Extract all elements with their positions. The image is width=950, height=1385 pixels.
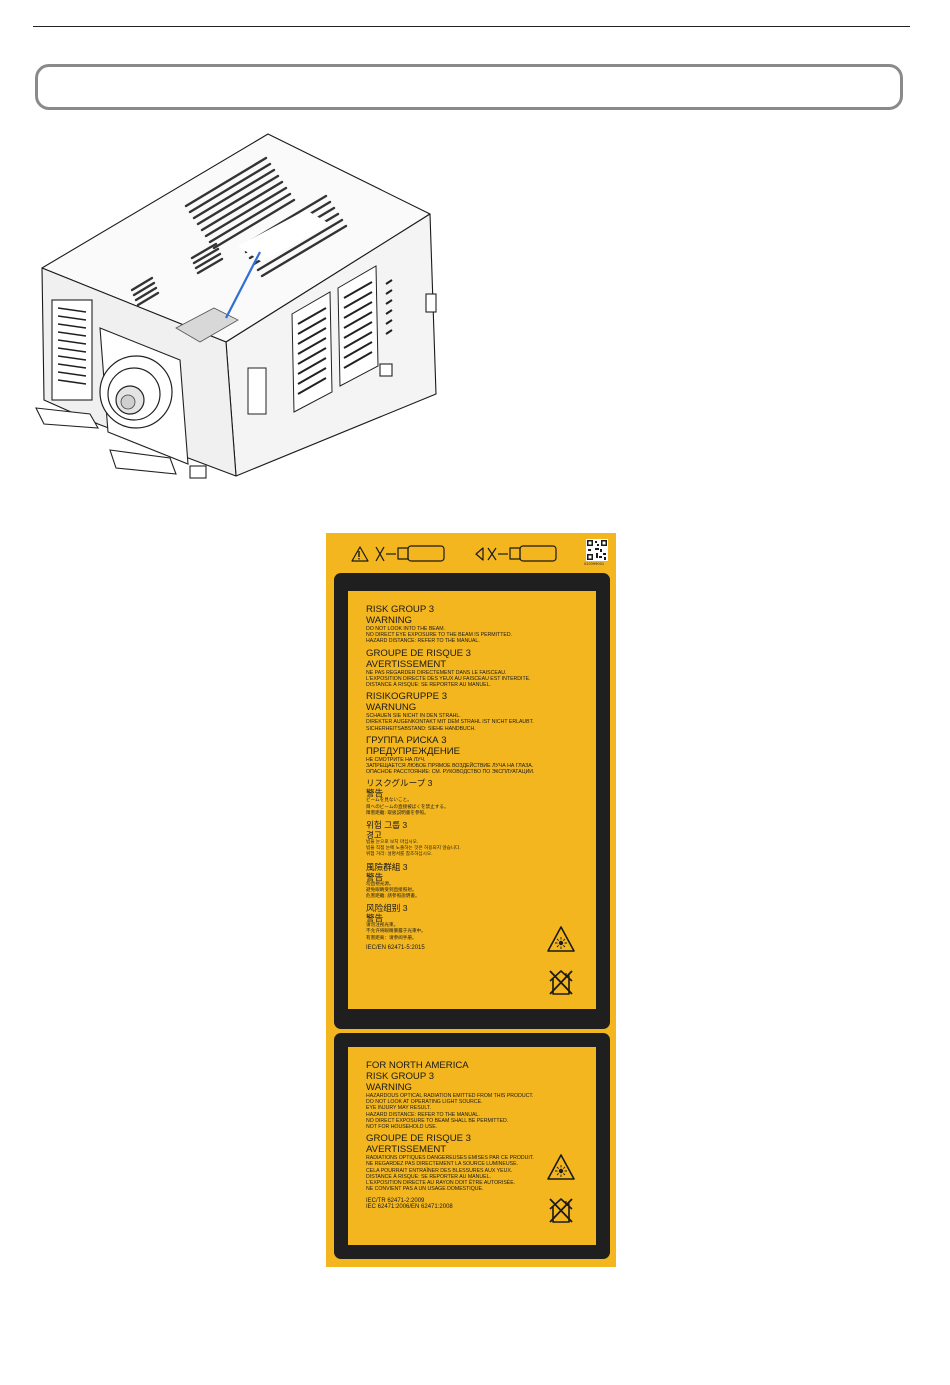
warning-ru: ПРЕДУПРЕЖДЕНИЕ [366, 745, 461, 757]
warning-na-fr: AVERTISSEMENT [366, 1144, 447, 1156]
no-household-use-icon [549, 1198, 573, 1223]
section-heading-box [35, 64, 903, 110]
text-line: HAZARD DISTANCE: REFER TO THE MANUAL. [366, 638, 480, 645]
projector-illustration [35, 133, 437, 479]
text-line: DO NOT LOOK INTO THE BEAM. [366, 626, 445, 632]
top-rule [33, 26, 910, 27]
text-line: 障害距離: 取扱説明書を参照。 [366, 810, 429, 816]
north-america-title: FOR NORTH AMERICA [366, 1060, 469, 1071]
text-line: SCHAUEN SIE NICHT IN DEN STRAHL. [366, 713, 461, 720]
international-warning-content: RISK GROUP 3 WARNING DO NOT LOOK INTO TH… [348, 591, 596, 1009]
risk-group-ru: ГРУППА РИСКА 3 [366, 734, 447, 746]
warning-de: WARNUNG [366, 702, 417, 714]
text-line: NOT FOR HOUSEHOLD USE. [366, 1124, 438, 1131]
text-line: EYE INJURY MAY RESULT. [366, 1105, 431, 1112]
risk-group-zh-cn: 风险组别 3 [366, 903, 408, 914]
text-line: 请勿注视光束。 [366, 923, 399, 929]
text-line: 危害距離: 請參照說明書。 [366, 894, 420, 900]
standard-reference: IEC/TR 62471-2:2009 [366, 1198, 425, 1205]
standard-reference: IEC 62471:2006/EN 62471:2008 [366, 1204, 453, 1211]
text-line: DIREKTER AUGENKONTAKT MIT DEM STRAHL IST… [366, 719, 534, 726]
text-line: RADIATIONS OPTIQUES DANGEREUSES EMISES P… [366, 1155, 534, 1162]
text-line: NE REGARDEZ PAS DIRECTEMENT LA SOURCE LU… [366, 1161, 519, 1168]
risk-group-na-en: RISK GROUP 3 [366, 1071, 435, 1082]
text-line: DISTANCE À RISQUE: SE REPORTER AU MANUEL… [366, 682, 491, 689]
text-line: 不允许将眼睛暴露于光束中。 [366, 929, 426, 935]
text-line: NE PAS REGARDER DIRECTEMENT DANS LE FAIS… [366, 669, 507, 676]
text-line: 빔을 눈으로 보지 마십시오. [366, 840, 419, 846]
warning-ko: 경고 [366, 830, 382, 841]
text-line: SICHERHEITSABSTAND: SIEHE HANDBUCH. [366, 725, 476, 732]
text-line: ビームを見ないこと。 [366, 798, 412, 804]
laser-hazard-icon [547, 926, 575, 952]
qr-code-number: 020399001 [584, 562, 605, 566]
no-household-use-icon [549, 970, 573, 995]
text-line: NE CONVIENT PAS A UN USAGE DOMESTIQUE. [366, 1186, 484, 1193]
text-line: 目へのビームの直接被ばくを禁止する。 [366, 804, 449, 810]
risk-group-zh-tw: 風險群組 3 [366, 861, 408, 872]
text-line: 위험 거리: 설명서를 참조하십시오. [366, 852, 433, 858]
warning-zh-tw: 警告 [366, 871, 384, 882]
north-america-warning-content: FOR NORTH AMERICA RISK GROUP 3 WARNING H… [348, 1047, 596, 1245]
risk-group-ja: リスクグループ 3 [366, 778, 433, 789]
risk-group-en: RISK GROUP 3 [366, 604, 435, 615]
risk-group-de: RISIKOGRUPPE 3 [366, 691, 448, 703]
standard-reference: IEC/EN 62471-5:2015 [366, 944, 425, 951]
text-line: HAZARDOUS OPTICAL RADIATION EMITTED FROM… [366, 1093, 534, 1099]
text-line: DO NOT LOOK AT OPERATING LIGHT SOURCE. [366, 1099, 483, 1106]
risk-group-na-fr: GROUPE DE RISQUE 3 [366, 1133, 472, 1145]
text-line: L'EXPOSITION DIRECTE AU RAYON DOIT ÊTRE … [366, 1180, 516, 1187]
text-line: DISTANCE À RISQUE: SE REPORTER AU MANUEL… [366, 1173, 491, 1180]
warning-fr: AVERTISSEMENT [366, 658, 447, 670]
text-line: 有害距离：请参阅手册。 [366, 935, 417, 941]
risk-group-ko: 위험 그룹 3 [366, 820, 408, 831]
text-line: ЗАПРЕЩАЕТСЯ ЛЮБОЕ ПРЯМОЕ ВОЗДЕЙСТВИЕ ЛУЧ… [366, 763, 534, 770]
warning-zh-cn: 警告 [366, 913, 384, 924]
text-line: CELA POURRAIT ENTRAÎNER DES BLESSURES AU… [366, 1167, 513, 1174]
text-line: НЕ СМОТРИТЕ НА ЛУЧ. [366, 756, 426, 763]
warning-label: 020399001 RISK GROUP 3 WARNING DO NOT LO… [326, 533, 616, 1267]
laser-hazard-icon [547, 1154, 575, 1180]
warning-na-en: WARNING [366, 1082, 413, 1093]
text-line: ОПАСНОЕ РАССТОЯНИЕ: СМ. РУКОВОДСТВО ПО Э… [366, 769, 535, 776]
warning-ja: 警告 [366, 788, 384, 799]
text-line: NO DIRECT EXPOSURE TO BEAM SHALL BE PERM… [366, 1117, 509, 1124]
text-line: 빔을 직접 눈에 노출하는 것은 허용되지 않습니다. [366, 846, 461, 852]
text-line: 勿直視光源。 [366, 881, 394, 887]
text-line: 避免眼睛受到直接照射。 [366, 887, 417, 893]
text-line: L'EXPOSITION DIRECTE DES YEUX AU FAISCEA… [366, 675, 531, 682]
qr-code [586, 539, 608, 561]
international-warning-panel: RISK GROUP 3 WARNING DO NOT LOOK INTO TH… [334, 573, 610, 1029]
label-symbol-row [351, 545, 557, 562]
north-america-warning-panel: FOR NORTH AMERICA RISK GROUP 3 WARNING H… [334, 1033, 610, 1259]
risk-group-fr: GROUPE DE RISQUE 3 [366, 647, 472, 659]
warning-en: WARNING [366, 615, 413, 626]
text-line: NO DIRECT EYE EXPOSURE TO THE BEAM IS PE… [366, 632, 513, 639]
text-line: HAZARD DISTANCE: REFER TO THE MANUAL. [366, 1111, 480, 1118]
